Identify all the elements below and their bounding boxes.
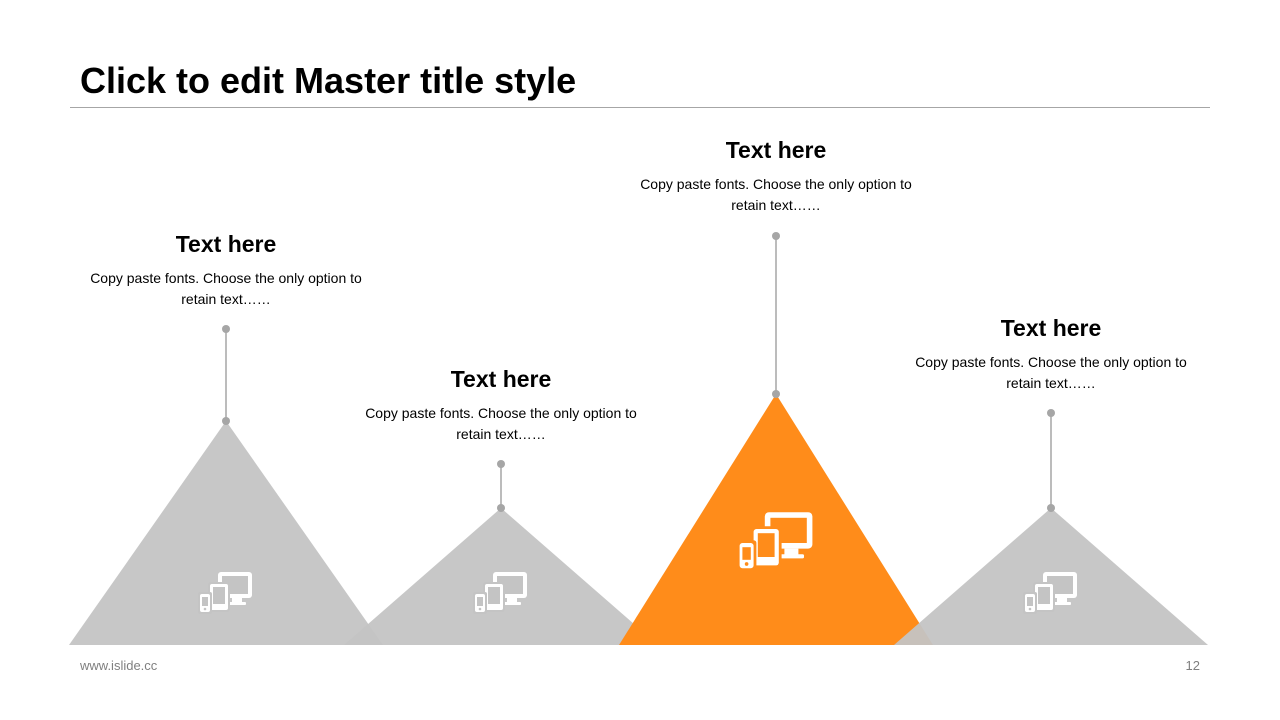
peak-1-triangle <box>69 421 383 645</box>
slide-title: Click to edit Master title style <box>80 60 577 101</box>
peak-2-connector-dot-top <box>497 460 505 468</box>
peak-3-heading: Text here <box>725 137 827 163</box>
peak-2-connector-dot-bottom <box>497 504 505 512</box>
footer-url: www.islide.cc <box>80 658 158 673</box>
peak-2-heading: Text here <box>450 366 552 392</box>
peak-1-connector-dot-bottom <box>222 417 230 425</box>
peak-1-description: Copy paste fonts. Choose the only option… <box>90 270 362 307</box>
peak-4-connector-dot-top <box>1047 409 1055 417</box>
page-number: 12 <box>1185 658 1200 673</box>
peak-3-connector-dot-bottom <box>772 390 780 398</box>
peak-4-heading: Text here <box>1000 315 1102 341</box>
peak-1-heading: Text here <box>175 231 277 257</box>
peak-2-description: Copy paste fonts. Choose the only option… <box>365 405 637 442</box>
peak-3-description: Copy paste fonts. Choose the only option… <box>640 176 912 213</box>
peak-3-connector-dot-top <box>772 232 780 240</box>
title-divider <box>70 107 1210 108</box>
peak-4-connector-dot-bottom <box>1047 504 1055 512</box>
peak-4-description: Copy paste fonts. Choose the only option… <box>915 354 1187 391</box>
peak-1-connector-dot-top <box>222 325 230 333</box>
